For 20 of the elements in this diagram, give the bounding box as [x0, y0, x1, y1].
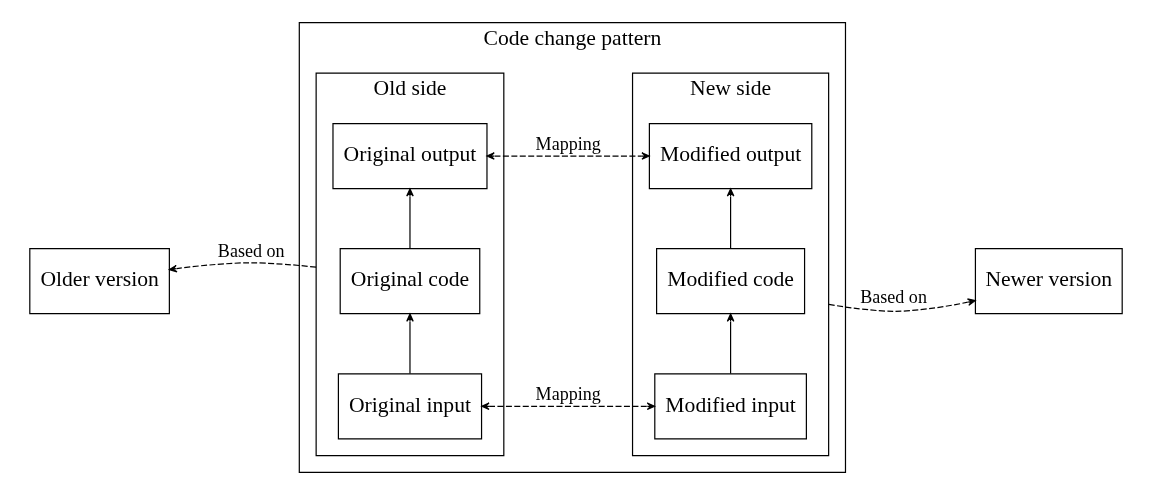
arrow [481, 402, 656, 411]
arrow [406, 188, 414, 250]
node-box: Modified code [656, 248, 806, 315]
edge-label: Based on [860, 286, 927, 307]
arrow [726, 313, 735, 375]
node-box: Modified input [654, 373, 807, 440]
edge-label: Mapping [535, 134, 601, 155]
arrow [726, 188, 735, 250]
edge-label: Mapping [535, 384, 601, 405]
node-box: Older version [29, 248, 170, 315]
node-box: Newer version [974, 248, 1123, 315]
arrow [168, 262, 317, 273]
node-box: Modified output [648, 123, 813, 190]
arrow [828, 298, 976, 312]
edge-label: Based on [217, 241, 285, 262]
arrow [406, 313, 414, 375]
arrow [486, 152, 650, 160]
node-box: Original input [337, 373, 483, 440]
node-box: Original output [332, 123, 488, 190]
node-box: Original code [339, 248, 481, 315]
